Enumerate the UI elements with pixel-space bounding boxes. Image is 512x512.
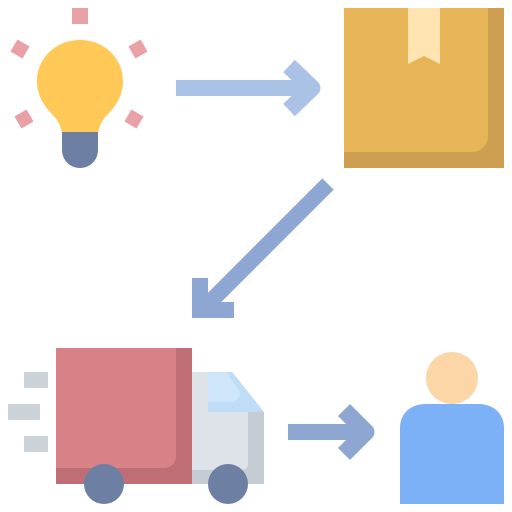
bulb-glass [37,40,123,134]
arrow-right-icon-1 [176,59,321,117]
arrow-right-icon-2 [288,403,375,461]
truck-window-highlight [208,372,240,402]
ray-upper-right [128,39,148,59]
speed-line-top [24,372,48,388]
lightbulb-icon [10,8,148,168]
bulb-base [62,132,98,168]
speed-line-middle [8,404,40,420]
arrow-down-left-icon [192,178,334,318]
speed-line-bottom [24,436,48,452]
box-front [344,8,488,152]
ray-lower-left [14,109,34,129]
truck-rear-wheel [84,464,124,504]
ray-top [72,8,88,24]
delivery-truck-icon [8,348,264,504]
ray-upper-left [10,39,30,59]
truck-front-wheel [208,464,248,504]
box-icon [344,8,504,168]
person-body [400,404,504,504]
truck-cargo [56,348,176,468]
ray-lower-right [124,109,144,129]
box-tape [408,8,440,64]
person-head [426,352,478,404]
person-icon [400,352,504,504]
